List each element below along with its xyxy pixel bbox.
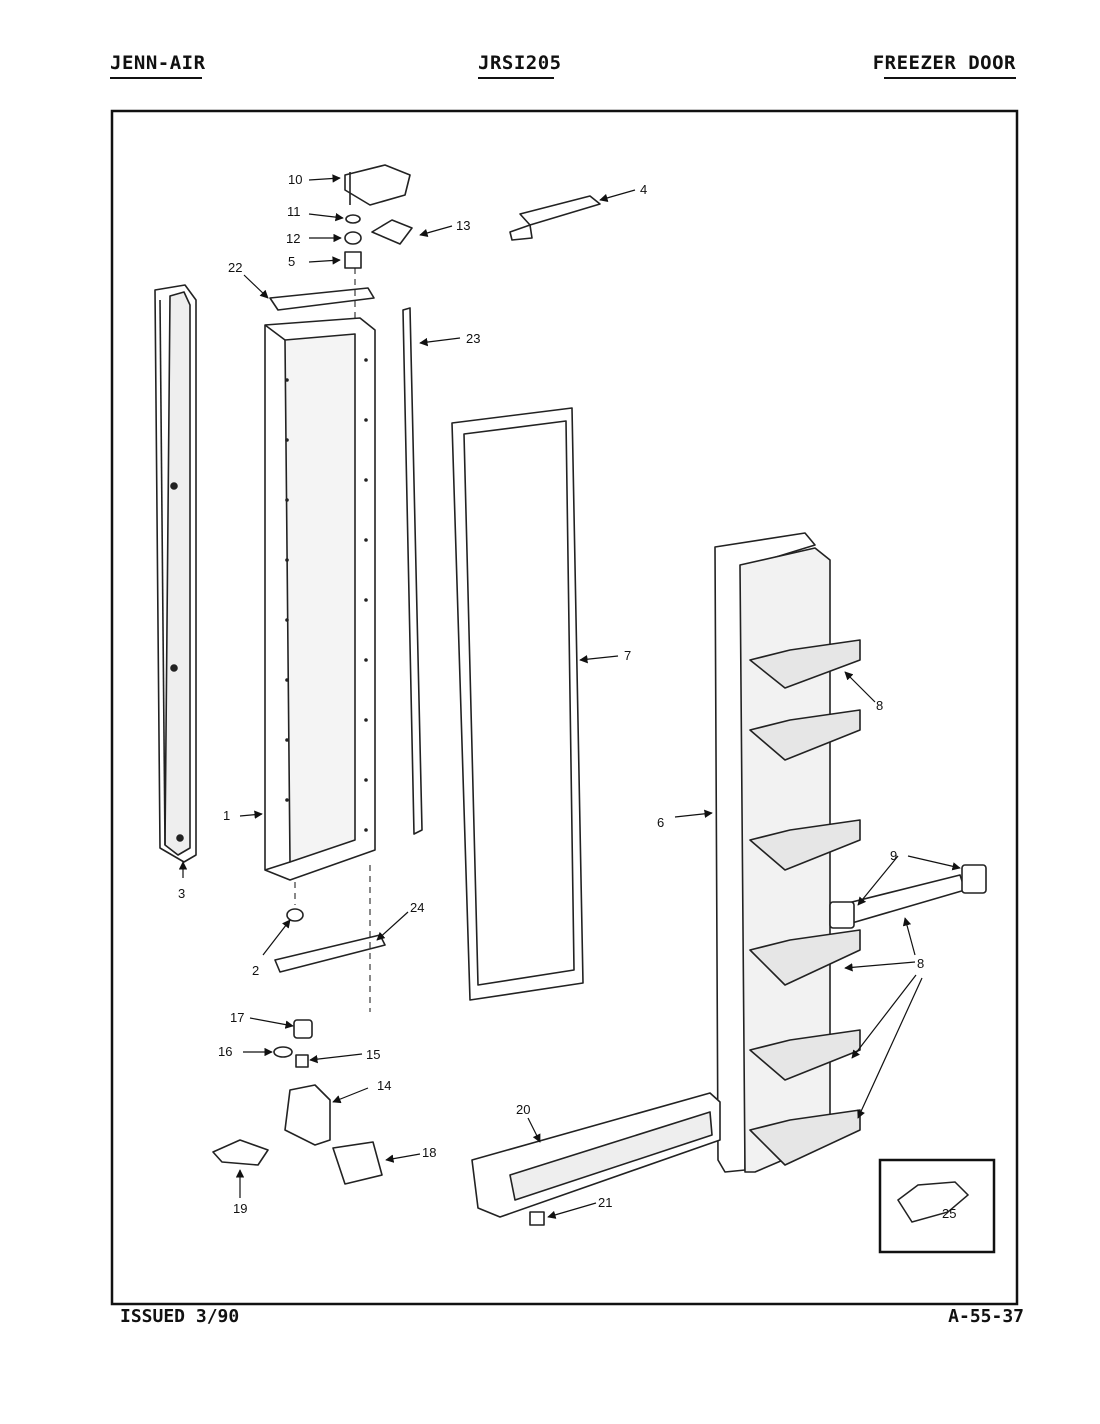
section-title: FREEZER DOOR bbox=[872, 52, 1016, 74]
label-9: 9 bbox=[890, 848, 897, 863]
label-11: 11 bbox=[287, 204, 301, 219]
label-6: 6 bbox=[657, 815, 664, 830]
label-3: 3 bbox=[178, 886, 185, 901]
label-19: 19 bbox=[233, 1201, 247, 1216]
label-20: 20 bbox=[516, 1102, 530, 1117]
part-13-shim bbox=[371, 219, 413, 245]
label-21: 21 bbox=[598, 1195, 612, 1210]
part-4-rod bbox=[509, 195, 601, 241]
part-8-shelf-bar bbox=[839, 874, 966, 926]
part-15-pin bbox=[295, 1054, 309, 1068]
part-20-bottom-channel bbox=[471, 1092, 721, 1218]
label-23: 23 bbox=[466, 331, 480, 346]
label-25: 25 bbox=[942, 1206, 956, 1221]
label-7: 7 bbox=[624, 648, 631, 663]
part-22-top-plate bbox=[269, 287, 375, 311]
diagram-frame bbox=[110, 109, 1019, 1306]
label-12: 12 bbox=[286, 231, 300, 246]
brand-name: JENN-AIR bbox=[110, 52, 206, 74]
label-16: 16 bbox=[218, 1044, 232, 1059]
part-7-gasket bbox=[451, 407, 584, 1001]
part-2-nut bbox=[286, 908, 304, 922]
section-underline bbox=[884, 77, 1016, 79]
label-5: 5 bbox=[288, 254, 295, 269]
issued-date: ISSUED 3/90 bbox=[120, 1306, 240, 1327]
label-4: 4 bbox=[640, 182, 647, 197]
label-13: 13 bbox=[456, 218, 470, 233]
part-21-clip bbox=[529, 1211, 545, 1226]
part-3-side-channel bbox=[154, 284, 197, 863]
part-25-inset bbox=[878, 1158, 996, 1254]
brand-underline bbox=[110, 77, 202, 79]
label-1: 1 bbox=[223, 808, 230, 823]
part-19-plate bbox=[212, 1139, 269, 1166]
label-24: 24 bbox=[410, 900, 424, 915]
part-17-bushing bbox=[293, 1019, 313, 1039]
page-code: A-55-37 bbox=[948, 1306, 1024, 1327]
part-10-top-hinge bbox=[344, 164, 411, 206]
label-2: 2 bbox=[252, 963, 259, 978]
part-23-strip bbox=[402, 307, 423, 835]
part-5-spacer bbox=[344, 251, 362, 269]
model-number: JRSI205 bbox=[478, 52, 562, 74]
label-17: 17 bbox=[230, 1010, 244, 1025]
part-labels: 1 2 3 4 5 6 7 8 8 9 10 11 12 13 14 15 16… bbox=[178, 172, 956, 1221]
label-8a: 8 bbox=[876, 698, 883, 713]
part-14-bottom-hinge bbox=[284, 1084, 331, 1146]
part-16-washer bbox=[273, 1046, 293, 1058]
label-14: 14 bbox=[377, 1078, 391, 1093]
label-15: 15 bbox=[366, 1047, 380, 1062]
part-24-bottom-plate bbox=[274, 934, 386, 973]
part-9-end-caps bbox=[829, 864, 987, 929]
label-8b: 8 bbox=[917, 956, 924, 971]
label-22: 22 bbox=[228, 260, 242, 275]
part-11-washer bbox=[345, 214, 361, 224]
part-18-bracket bbox=[332, 1141, 383, 1185]
part-12-bushing bbox=[344, 231, 362, 245]
frame-holes bbox=[285, 358, 368, 832]
label-18: 18 bbox=[422, 1145, 436, 1160]
part-1-door-frame bbox=[264, 317, 376, 881]
model-underline bbox=[478, 77, 554, 79]
door-liner-bins bbox=[749, 639, 861, 1166]
label-10: 10 bbox=[288, 172, 302, 187]
hinge-axis-lines bbox=[294, 268, 371, 1012]
leader-arrows bbox=[178, 174, 961, 1219]
